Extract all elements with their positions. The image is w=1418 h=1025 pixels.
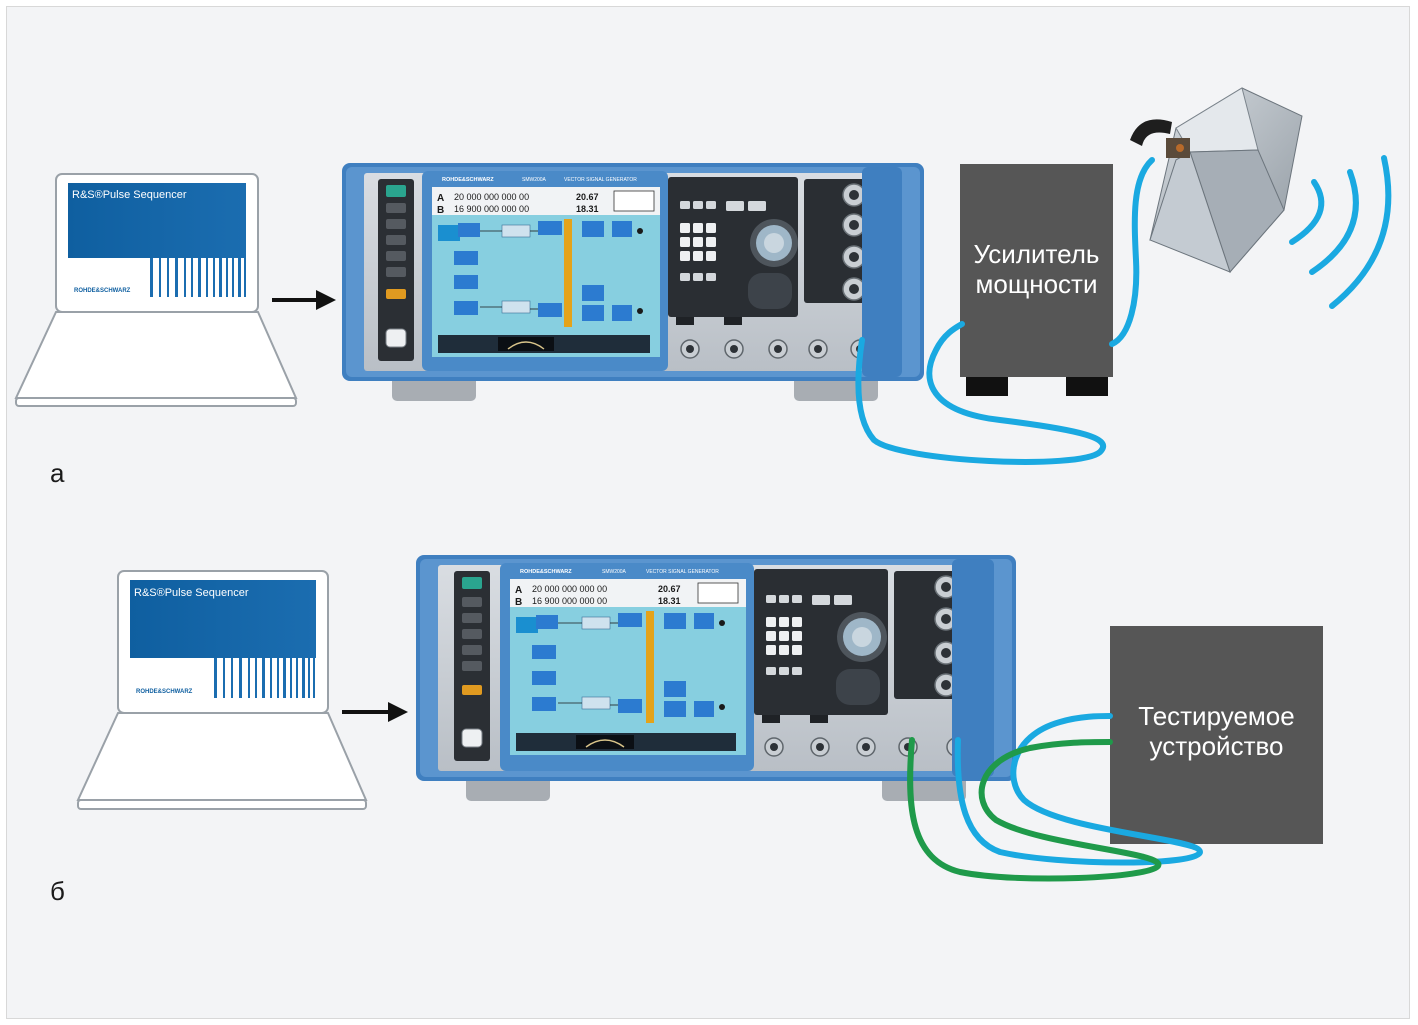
- generator-a-foot-left: [392, 375, 476, 401]
- cable-generator-to-amplifier: [855, 321, 1106, 465]
- laptop-b-brand: ROHDE&SCHWARZ: [136, 689, 193, 695]
- laptop-a-screen-footer: [68, 258, 246, 297]
- generator-a-freq-a: 20 000 000 000 00: [454, 192, 529, 202]
- laptop-a-front-edge: [15, 397, 297, 407]
- power-amplifier-box: [960, 164, 1113, 377]
- generator-b-connectors: [934, 575, 958, 697]
- generator-a-keypad: [680, 201, 766, 281]
- cables-b: [907, 713, 1204, 882]
- panel-b-caption: б: [50, 876, 65, 906]
- power-amplifier-label-line1: Усилитель: [973, 238, 1100, 269]
- svg-text:B: B: [437, 205, 444, 216]
- radiation-waves: [1289, 155, 1392, 309]
- signal-generator-a: 20 000 000 000 00 16 900 000 000 00 20.6…: [342, 163, 924, 401]
- amplifier-foot-left: [966, 376, 1008, 396]
- generator-b-type: VECTOR SIGNAL GENERATOR: [646, 569, 719, 575]
- laptop-a-brand: ROHDE&SCHWARZ: [74, 288, 131, 294]
- arrow-a: [272, 290, 336, 310]
- arrow-b: [342, 702, 408, 722]
- laptop-b-front-edge: [77, 799, 367, 810]
- power-amplifier-label: Усилитель мощности: [960, 164, 1113, 377]
- generator-a-type: VECTOR SIGNAL GENERATOR: [564, 177, 637, 183]
- svg-text:B: B: [515, 597, 522, 608]
- generator-b-freq-a: 20 000 000 000 00: [532, 584, 607, 594]
- generator-a-level-b: 18.31: [576, 204, 599, 214]
- power-amplifier-label-line2: мощности: [975, 268, 1098, 299]
- generator-a-brand: ROHDE&SCHWARZ: [442, 177, 494, 183]
- laptop-b-base: [76, 712, 368, 801]
- svg-text:A: A: [515, 585, 522, 596]
- cable-b-green: [907, 737, 1162, 882]
- generator-a-freq-b: 16 900 000 000 00: [454, 204, 529, 214]
- cables-a: [855, 157, 1155, 465]
- laptop-b: R&S®Pulse Sequencer ROHDE&SCHWARZ: [76, 570, 368, 810]
- generator-a-connectors: [842, 183, 866, 301]
- laptop-a-screen-title: R&S®Pulse Sequencer: [72, 189, 187, 201]
- dut-label: Тестируемое устройство: [1110, 626, 1323, 844]
- generator-b-level-a: 20.67: [658, 584, 681, 594]
- generator-a-level-a: 20.67: [576, 192, 599, 202]
- horn-antenna: [1130, 87, 1303, 273]
- dut-box: [1110, 626, 1323, 844]
- generator-b-foot-right: [882, 775, 966, 801]
- signal-generator-b: 20 000 000 000 00 16 900 000 000 00 20.6…: [416, 555, 1016, 801]
- dut-label-line2: устройство: [1149, 731, 1284, 761]
- cable-amplifier-to-antenna: [1109, 157, 1155, 347]
- generator-b-keypad: [766, 595, 852, 675]
- panel-a-caption: а: [50, 458, 65, 488]
- generator-b-freq-b: 16 900 000 000 00: [532, 596, 607, 606]
- laptop-b-screen-title: R&S®Pulse Sequencer: [134, 587, 249, 599]
- generator-a-model: SMW200A: [522, 177, 547, 183]
- generator-b-level-b: 18.31: [658, 596, 681, 606]
- generator-b-brand: ROHDE&SCHWARZ: [520, 569, 572, 575]
- dut-label-line1: Тестируемое: [1138, 701, 1295, 731]
- laptop-a-barcode: [150, 258, 246, 297]
- amplifier-foot-right: [1066, 376, 1108, 396]
- svg-text:A: A: [437, 193, 444, 204]
- laptop-a: R&S®Pulse Sequencer ROHDE&SCHWARZ: [14, 173, 298, 407]
- cable-b-blue: [954, 713, 1204, 866]
- generator-b-foot-left: [466, 775, 550, 801]
- laptop-b-barcode: [214, 658, 315, 698]
- generator-b-model: SMW200A: [602, 569, 627, 575]
- laptop-a-base: [14, 311, 298, 399]
